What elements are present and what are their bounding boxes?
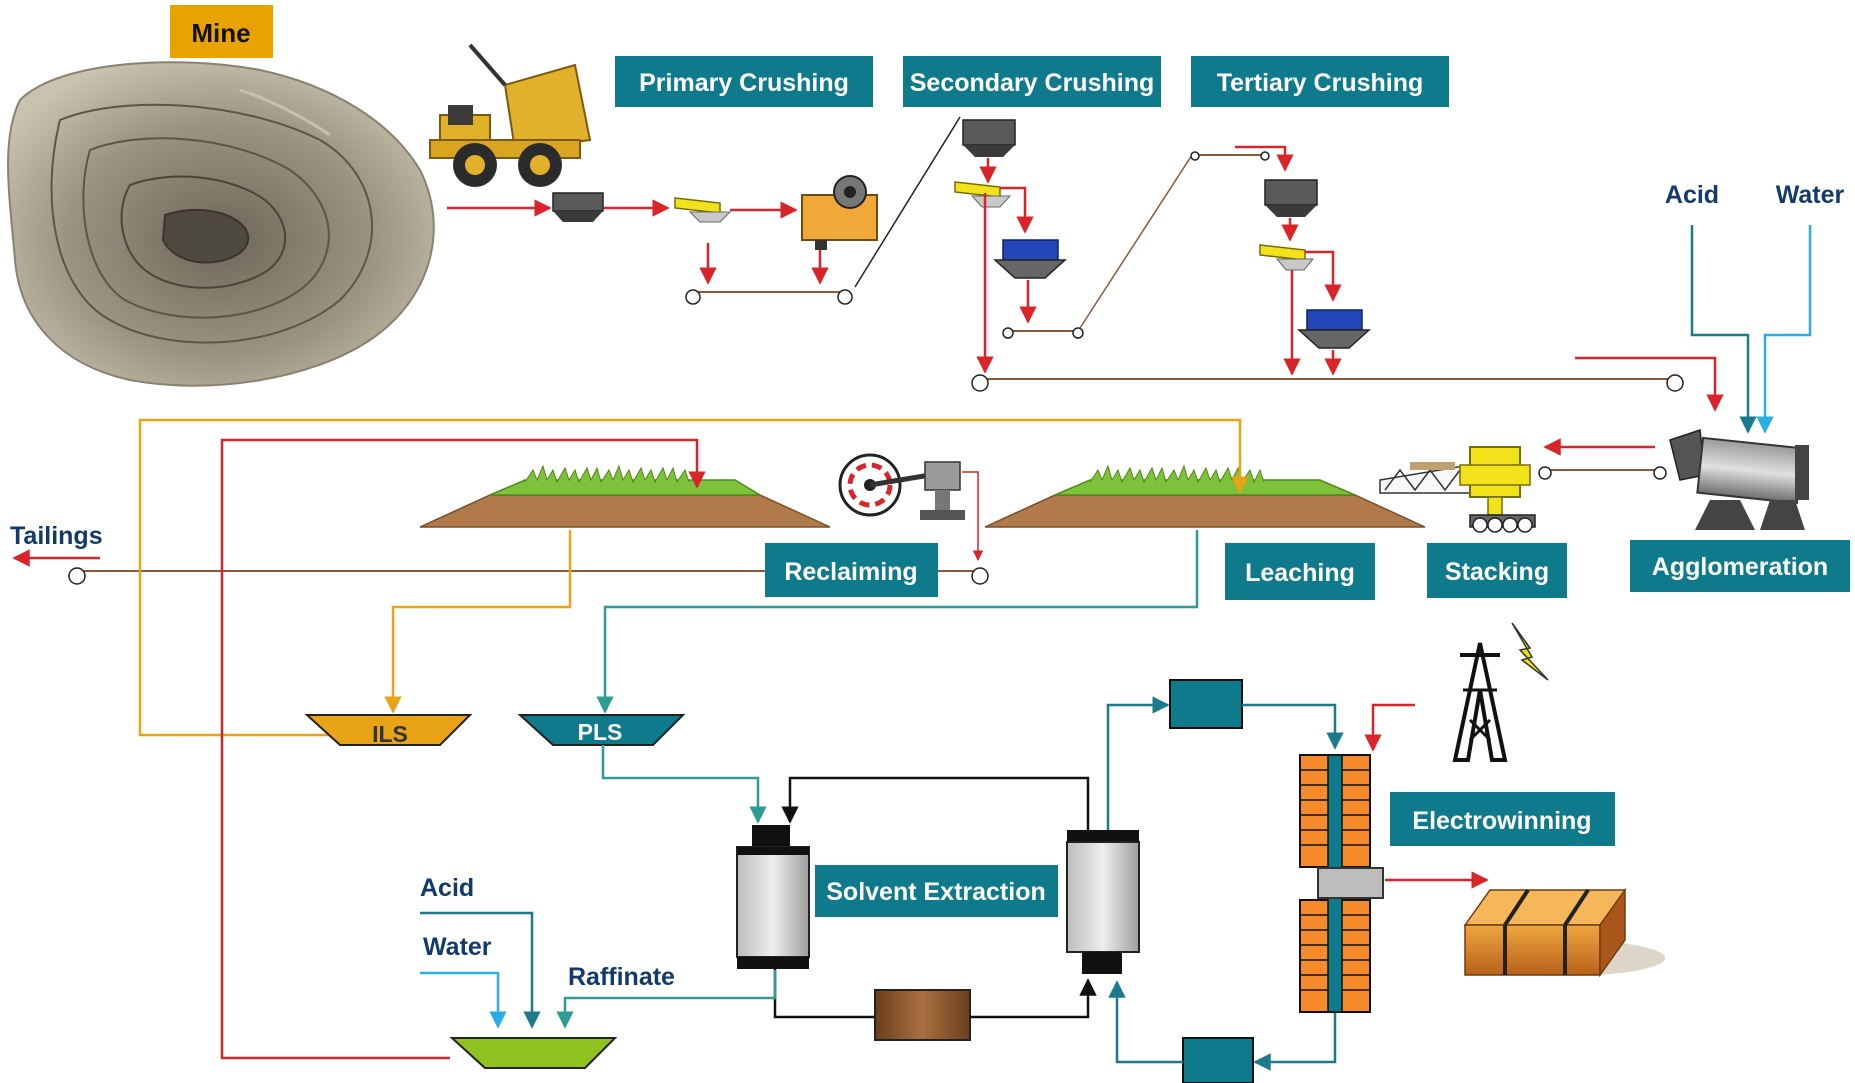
lightning-bolt-icon — [1511, 622, 1549, 681]
acid-bottom-label: Acid — [420, 874, 474, 902]
rich-electrolyte-line — [1106, 696, 1170, 830]
raffinate-label: Raffinate — [568, 963, 675, 991]
primary-to-secondary-belt — [854, 116, 961, 288]
water-to-raffinate-line — [420, 971, 507, 1029]
tertiary-cone-crusher-icon — [1297, 309, 1371, 349]
primary-crushing-box: Primary Crushing — [615, 56, 873, 107]
reclaimer-discharge-arrow — [962, 471, 984, 562]
secondary-conveyor-icon — [1002, 327, 1084, 339]
primary-conveyor-icon — [685, 289, 853, 305]
stacking-box: Stacking — [1427, 543, 1567, 598]
tertiary-feed-bin-icon — [1264, 179, 1318, 217]
raffinate-from-extraction-line — [556, 970, 777, 1029]
electrolyte-to-electrowinning-line — [1242, 703, 1344, 750]
secondary-crushing-box: Secondary Crushing — [903, 56, 1161, 107]
water-to-agglomerator-line — [1756, 225, 1812, 434]
ils-recirculation-line — [138, 418, 1249, 737]
secondary-screen-to-cone-arrow — [1000, 186, 1034, 234]
stacker-icon — [1379, 446, 1536, 533]
extraction-settler-icon — [736, 825, 810, 969]
jaw-crusher-icon — [801, 175, 878, 250]
acid-top-label: Acid — [1665, 181, 1719, 209]
electrowinning-label: Electrowinning — [1412, 807, 1591, 835]
main-product-conveyor-icon — [971, 374, 1684, 392]
primary-feed-bin-icon — [552, 192, 604, 222]
tertiary-screen-icon — [1259, 244, 1315, 271]
agglomeration-label: Agglomeration — [1652, 553, 1828, 581]
primary-crushing-label: Primary Crushing — [639, 69, 849, 97]
agglomeration-box: Agglomeration — [1630, 540, 1850, 592]
secondary-cone-crusher-icon — [993, 239, 1067, 279]
secondary-crushing-label: Secondary Crushing — [910, 69, 1155, 97]
reclaiming-label: Reclaiming — [784, 558, 917, 586]
leaching-label: Leaching — [1245, 559, 1355, 587]
spent-electrolyte-line — [1253, 1010, 1337, 1071]
reclaim-pad-to-ils-line — [384, 530, 572, 714]
agglomeration-drum-icon — [1669, 428, 1809, 530]
to-tertiary-bin-arrow — [1235, 145, 1294, 172]
reclaim-heap-pad-icon — [419, 464, 831, 528]
mine-label-box: Mine — [170, 5, 273, 58]
power-tower-icon — [1452, 642, 1508, 762]
water-bottom-label: Water — [423, 933, 492, 961]
stripping-settler-icon — [1066, 830, 1140, 974]
water-top-label: Water — [1776, 181, 1845, 209]
tertiary-screen-to-cone-arrow — [1305, 250, 1342, 302]
electrowinning-cell-icon — [1299, 754, 1384, 1013]
organic-tank-icon — [874, 989, 971, 1041]
primary-screen-icon — [674, 197, 732, 223]
copper-cathode-bundle-icon — [1463, 887, 1665, 978]
electrowinning-box: Electrowinning — [1390, 792, 1615, 846]
pls-to-extraction-line — [601, 745, 767, 824]
power-to-cells-arrow — [1364, 703, 1415, 752]
loaded-organic-line-b — [970, 978, 1097, 1019]
ils-label: ILS — [372, 721, 408, 747]
tailings-label: Tailings — [10, 522, 103, 550]
crushed-ore-to-agglomerator-arrow — [1575, 356, 1724, 412]
tertiary-top-conveyor-icon — [1190, 151, 1270, 161]
ils-pond: ILS — [304, 714, 473, 747]
bucket-wheel-reclaimer-icon — [838, 453, 965, 520]
mine-label: Mine — [191, 18, 250, 48]
stacking-label: Stacking — [1445, 558, 1549, 586]
solvent-extraction-label: Solvent Extraction — [826, 878, 1046, 906]
loaded-organic-line-a — [773, 969, 875, 1019]
pls-label: PLS — [578, 719, 623, 745]
raffinate-recycle-line — [220, 438, 706, 1060]
leach-pad-to-pls-line — [596, 530, 1199, 714]
acid-to-agglomerator-line — [1690, 225, 1757, 434]
secondary-feed-bin-icon — [962, 119, 1016, 157]
leach-heap-pad-icon — [984, 464, 1426, 528]
solvent-extraction-box: Solvent Extraction — [815, 865, 1058, 917]
agglomeration-conveyor-icon — [1538, 466, 1667, 480]
secondary-screen-icon — [954, 181, 1012, 208]
reclaiming-box: Reclaiming — [765, 543, 938, 597]
leaching-box: Leaching — [1225, 543, 1375, 600]
acid-to-raffinate-line — [420, 911, 541, 1029]
secondary-to-tertiary-belt — [1079, 154, 1193, 329]
tertiary-crushing-box: Tertiary Crushing — [1191, 56, 1449, 107]
rich-electrolyte-tank-icon — [1169, 679, 1243, 729]
haul-truck-icon — [429, 43, 592, 187]
tertiary-crushing-label: Tertiary Crushing — [1217, 69, 1424, 97]
stripped-organic-return-line — [781, 776, 1090, 830]
spent-electrolyte-return-line — [1108, 980, 1183, 1064]
open-pit-mine-icon — [7, 61, 435, 387]
raffinate-pond — [449, 1037, 618, 1069]
pls-pond: PLS — [517, 714, 686, 746]
spent-electrolyte-tank-icon — [1182, 1037, 1254, 1083]
